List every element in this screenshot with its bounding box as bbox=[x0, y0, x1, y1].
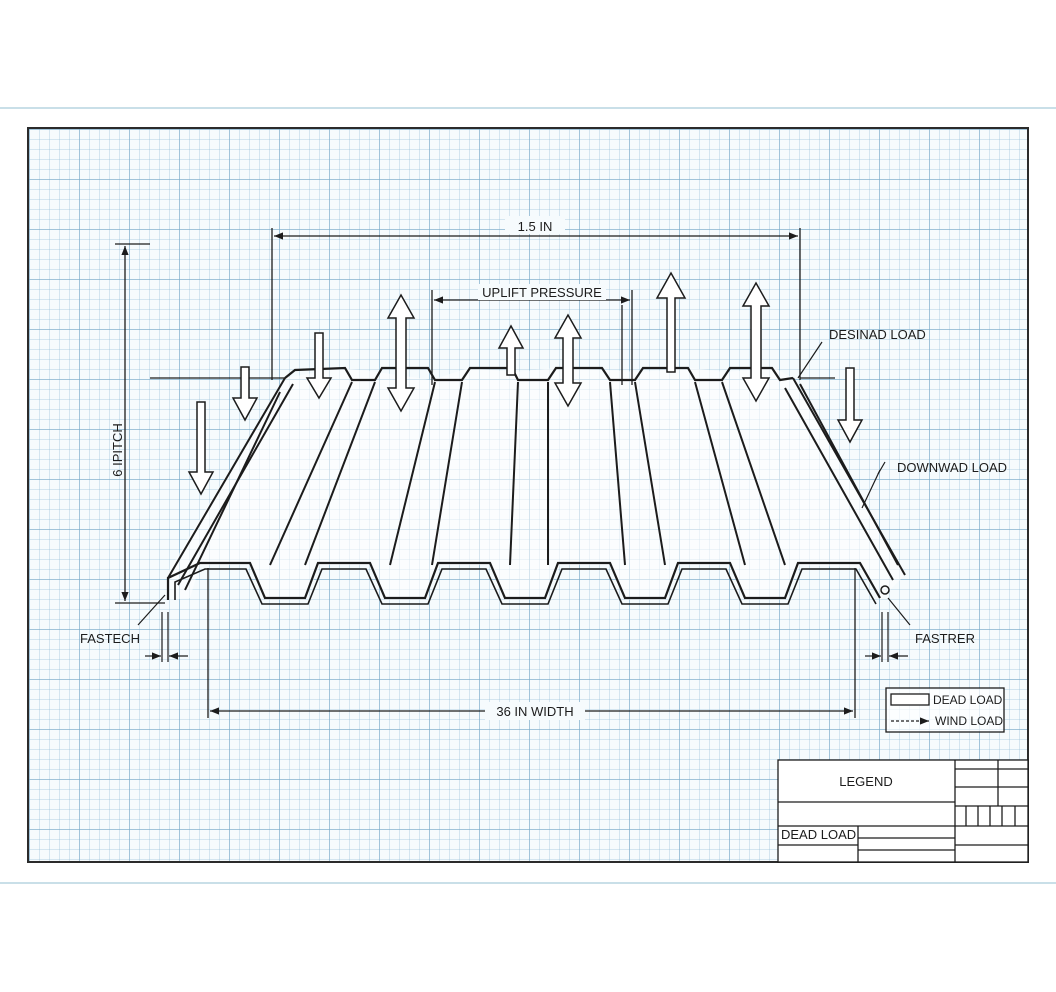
pitch-dimension-label: 6 IPITCH bbox=[110, 423, 125, 476]
span-dimension-label: 1.5 IN bbox=[518, 219, 553, 234]
title-block-legend: LEGEND bbox=[839, 774, 892, 789]
span-label-bg bbox=[505, 216, 565, 234]
up-arrow-1 bbox=[497, 324, 525, 376]
width-dimension-label: 36 IN WIDTH bbox=[496, 704, 573, 719]
deck-bottom-profile-inner bbox=[174, 568, 877, 605]
uplift-pressure-label: UPLIFT PRESSURE bbox=[482, 285, 602, 300]
dead-load-swatch bbox=[890, 693, 930, 706]
downward-load-label: DOWNWAD LOAD bbox=[897, 460, 1007, 475]
design-load-callout bbox=[797, 341, 835, 379]
fastener-marker bbox=[880, 585, 890, 595]
design-load-label: DESINAD LOAD bbox=[829, 327, 926, 342]
downward-load-callout bbox=[861, 461, 886, 509]
legend-wind-load: WIND LOAD bbox=[935, 714, 1003, 728]
fastener-right-label: FASTRER bbox=[915, 631, 975, 646]
deck-webs bbox=[167, 377, 906, 591]
deck-top-ridges bbox=[284, 366, 794, 382]
legend-key bbox=[885, 687, 1005, 733]
legend-dead-load: DEAD LOAD bbox=[933, 693, 1003, 707]
uplift-arrows bbox=[497, 271, 687, 376]
uplift-label-bg bbox=[478, 284, 606, 300]
double-arrow-1 bbox=[386, 293, 416, 413]
width-label-bg bbox=[485, 702, 585, 720]
down-arrow-1 bbox=[187, 401, 215, 496]
span-dimension bbox=[271, 228, 801, 380]
deck-bottom-profile bbox=[166, 561, 881, 600]
down-arrow-3 bbox=[305, 332, 333, 400]
title-block-dead-load: DEAD LOAD bbox=[781, 827, 856, 842]
fastener-right-dimension bbox=[865, 597, 911, 662]
down-arrow-2 bbox=[231, 366, 259, 422]
fastener-left-label: FASTECH bbox=[80, 631, 140, 646]
double-arrow-3 bbox=[741, 281, 771, 403]
double-arrow-2 bbox=[553, 313, 583, 408]
cyclic-load-arrows bbox=[386, 281, 771, 413]
down-arrow-4 bbox=[836, 367, 864, 444]
deck-panel-fill bbox=[168, 368, 905, 600]
downward-load-arrows bbox=[187, 332, 864, 496]
bottom-rule bbox=[0, 882, 1056, 884]
fastener-left-dimension bbox=[137, 594, 188, 662]
up-arrow-2 bbox=[655, 271, 687, 373]
pitch-dimension bbox=[115, 243, 285, 604]
top-rule bbox=[0, 107, 1056, 109]
title-block bbox=[777, 759, 1029, 863]
